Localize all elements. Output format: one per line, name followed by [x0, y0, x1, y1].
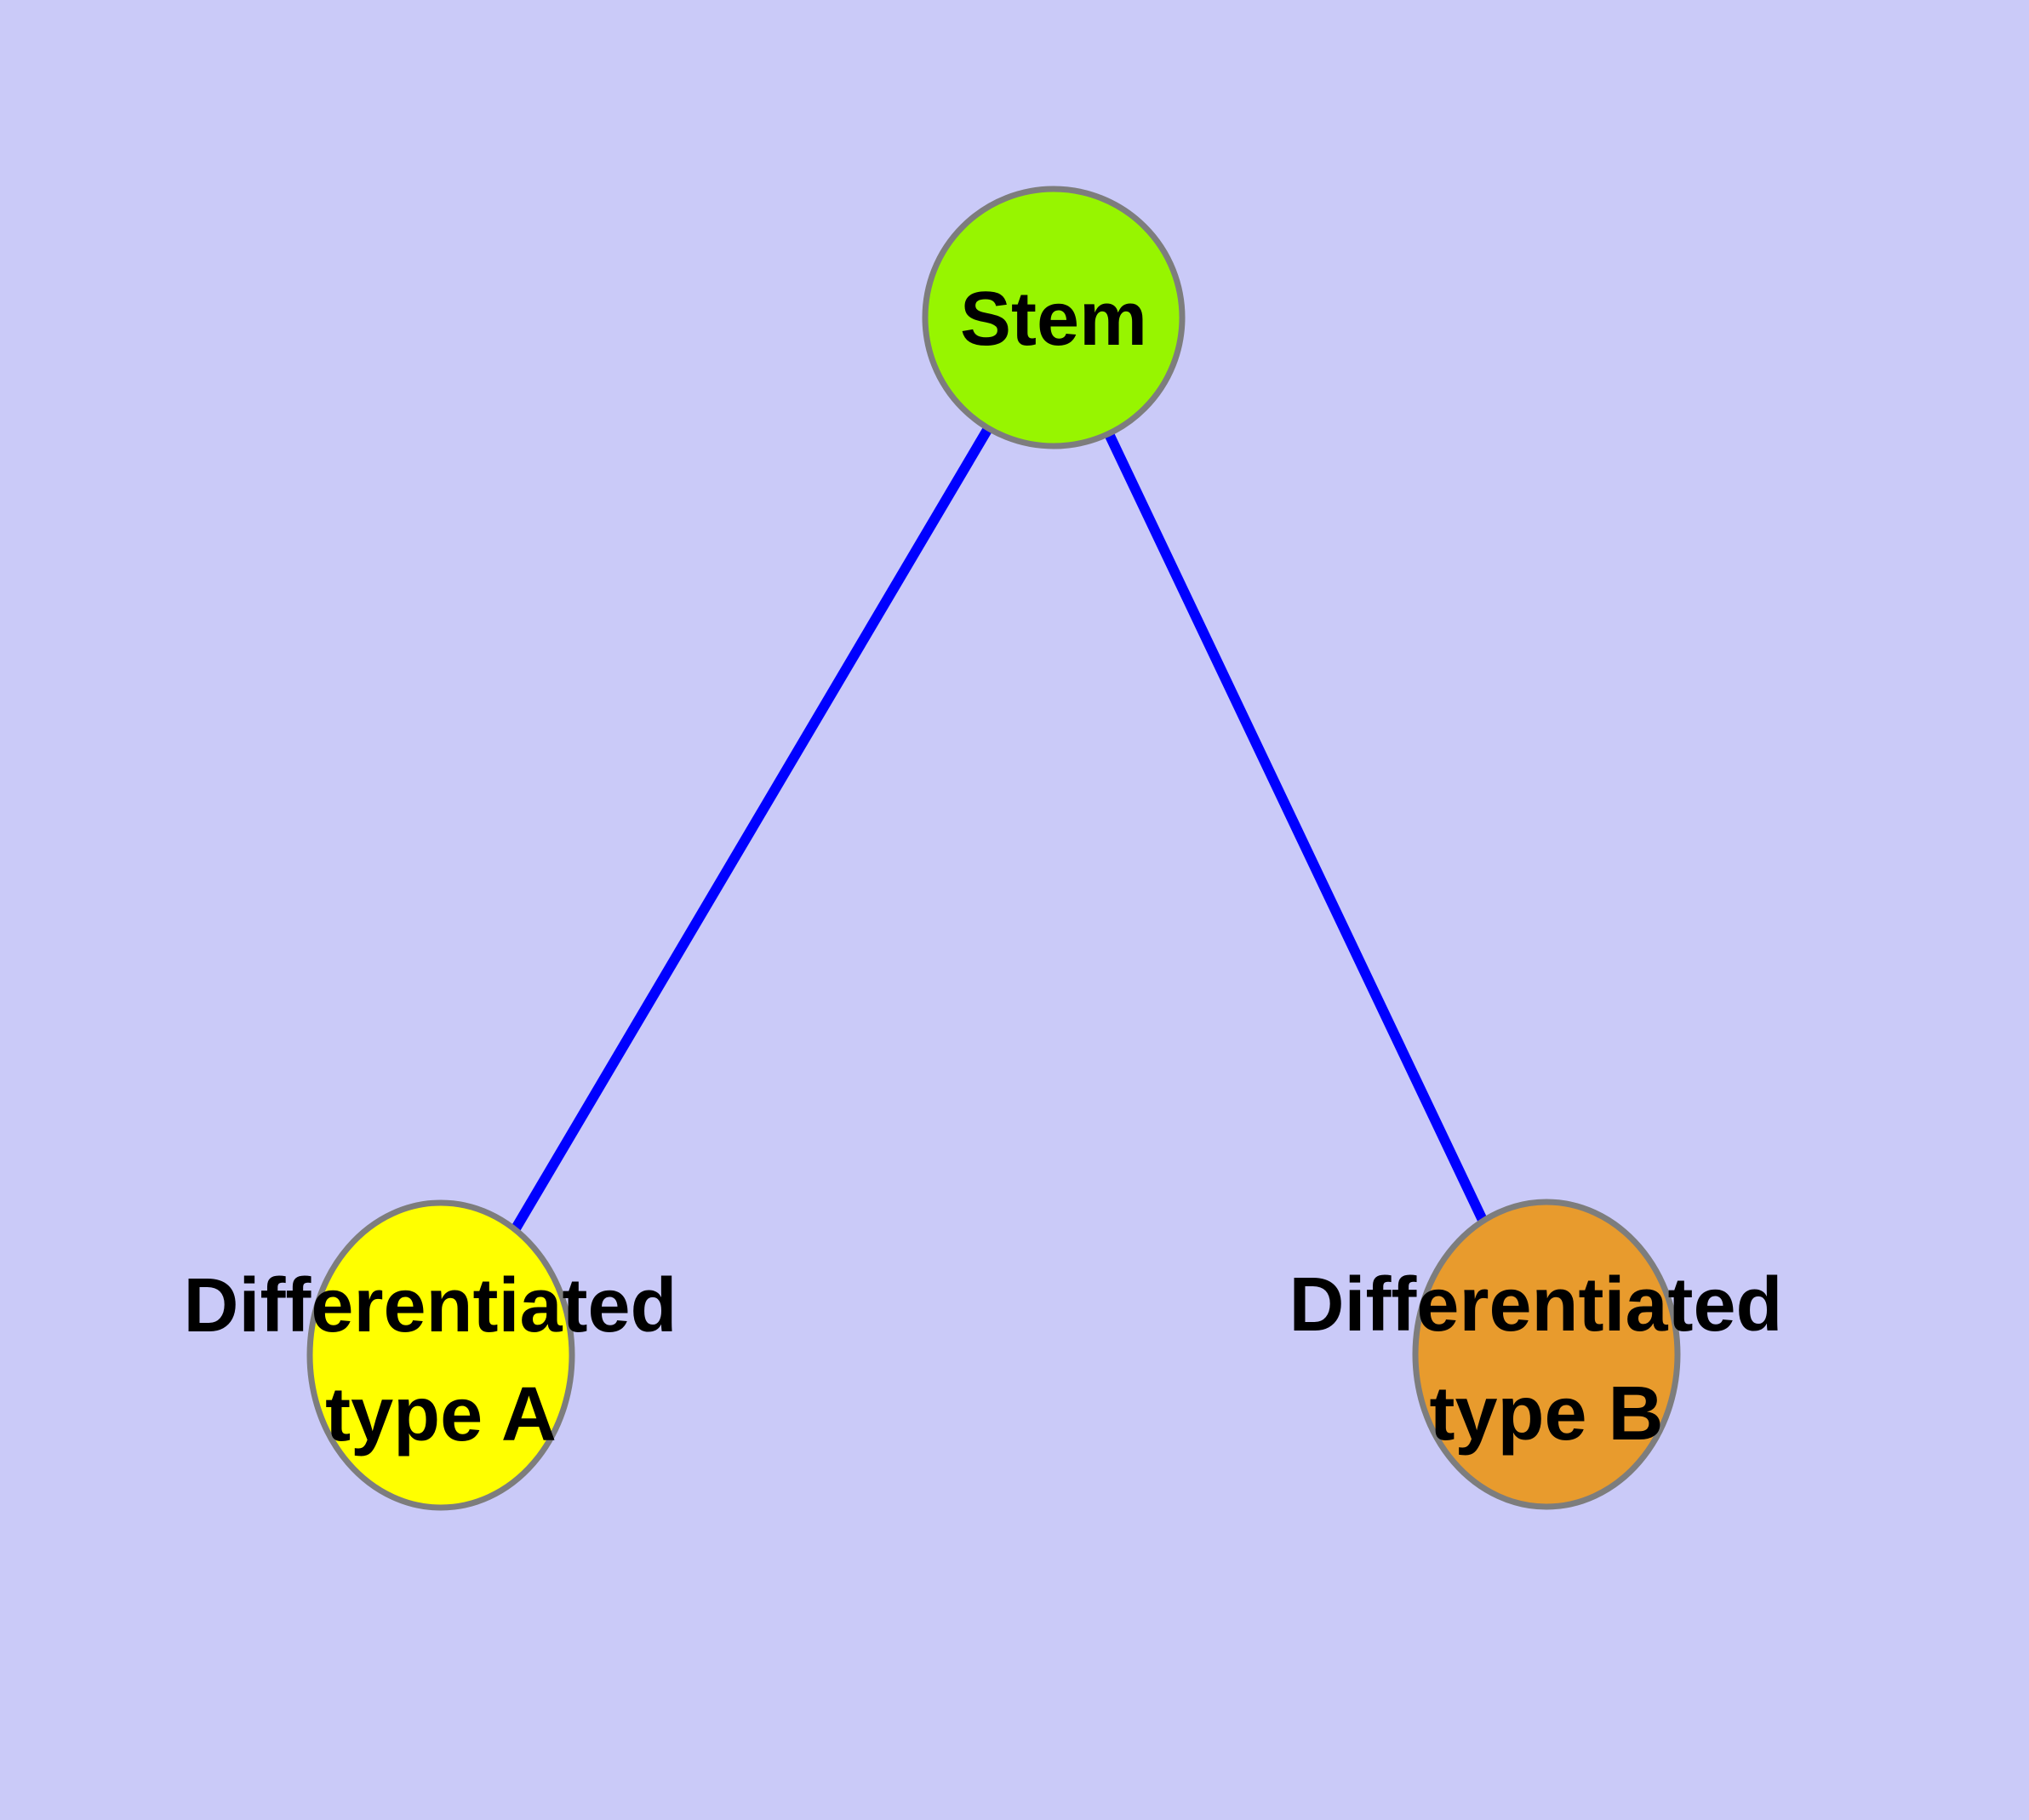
node-stem [922, 186, 1186, 449]
node-type-b-label-line2: type B [1429, 1371, 1663, 1457]
edge-stem-to-type-a [436, 314, 1059, 1359]
node-differentiated-type-a [306, 1199, 575, 1511]
node-type-b-label: Differentiated type B [1289, 1262, 1803, 1457]
node-type-b-label-line1: Differentiated [1289, 1262, 1782, 1348]
edge-stem-to-type-b [1049, 315, 1552, 1357]
node-stem-label: Stem [960, 277, 1147, 362]
node-type-a-label: Differentiated type A [183, 1263, 698, 1457]
node-type-a-label-line1: Differentiated [183, 1263, 677, 1348]
node-differentiated-type-b [1412, 1199, 1681, 1510]
node-type-a-label-line2: type A [325, 1372, 557, 1457]
